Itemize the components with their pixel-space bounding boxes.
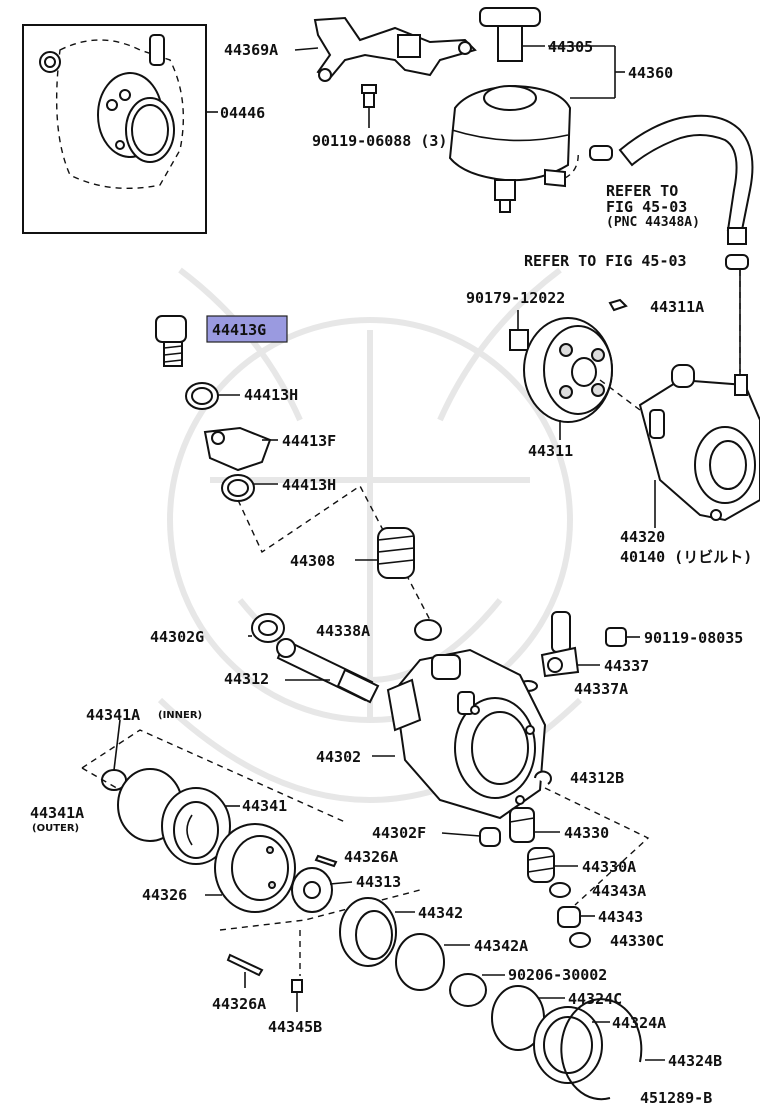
spring-44330a [527,847,578,883]
union-44413f [203,426,278,472]
pump-body-44302 [372,648,547,820]
label-44302: 44302 [316,748,361,766]
valve-44330 [509,807,560,843]
label-44343: 44343 [598,908,643,926]
label-44326: 44326 [142,886,187,904]
bolt-90119-08035 [605,627,640,647]
union-44337 [540,611,600,678]
label-refer-2: REFER TO FIG 45-03 [524,252,687,270]
label-44369a: 44369A [224,41,278,59]
watermark-emblem [157,267,583,803]
pin-44326a-upper [314,854,338,868]
label-inner-note: (INNER) [158,710,202,721]
label-44311: 44311 [528,442,573,460]
nut-90179-12022 [509,310,529,351]
spring-44308 [355,527,415,579]
label-44343a: 44343A [592,882,646,900]
label-44313: 44313 [356,873,401,891]
label-outer-note: (OUTER) [32,823,79,834]
label-44308: 44308 [290,552,335,570]
label-44360: 44360 [628,64,673,82]
label-44320: 44320 [620,528,665,546]
label-44312b: 44312B [570,769,624,787]
gasket-44413h-upper [185,382,240,410]
label-44413g: 44413G [212,321,266,339]
cam-44326 [205,823,296,913]
key-44311a [608,298,628,312]
label-44413h-lower: 44413H [282,476,336,494]
label-refer-1-line1: REFER TO [606,182,678,200]
label-44326a-lower: 44326A [212,995,266,1013]
snapring-44330c [569,932,591,948]
label-44324c: 44324C [568,990,622,1008]
label-refer-1-line2: FIG 45-03 [606,198,687,216]
reservoir-44360 [448,7,625,213]
rotor-44313 [291,867,353,913]
label-44305: 44305 [548,38,593,56]
label-44342: 44342 [418,904,463,922]
pin-44345b [291,979,303,1012]
snapring-44324b [560,998,665,1101]
cam-ring-44341 [161,787,240,865]
oring-44338a [414,619,442,641]
label-44341a-outer: 44341A [30,804,84,822]
label-44341a-inner: 44341A [86,706,140,724]
diagram-id: 451289-B [640,1089,712,1107]
snapring-44312b [534,770,552,785]
label-90206-30002: 90206-30002 [508,966,607,984]
label-44330c: 44330C [610,932,664,950]
bearing-44302g [248,613,285,643]
plug-44343 [557,906,595,928]
label-04446: 04446 [220,104,265,122]
label-44337: 44337 [604,657,649,675]
label-44312: 44312 [224,670,269,688]
labels: 04446 44369A 44305 44360 90119-06088 (3)… [30,38,752,1107]
gasket-kit-inset [22,24,218,234]
label-44324b: 44324B [668,1052,722,1070]
label-44345b: 44345B [268,1018,322,1036]
clip-90206-30002 [449,973,505,1007]
label-44311a: 44311A [650,298,704,316]
label-44330: 44330 [564,824,609,842]
guide-line-3 [81,729,346,823]
label-44302f: 44302F [372,824,426,842]
shaft-44312 [276,638,380,704]
bracket-44369a [294,16,477,82]
label-90119-06088: 90119-06088 (3) [312,132,447,150]
return-hose [618,114,754,270]
highlight-44413g [206,315,288,343]
pin-44326a-lower [226,953,264,988]
plug-44302f [441,827,501,847]
label-refer-1-line3: (PNC 44348A) [606,215,700,230]
label-44338a: 44338A [316,622,370,640]
oring-44343a [549,882,571,898]
guide-line-2 [544,787,650,906]
guide-line-4 [81,767,121,791]
label-44302g: 44302G [150,628,204,646]
label-44326a-upper: 44326A [344,848,398,866]
label-44413h-upper: 44413H [244,386,298,404]
label-44341: 44341 [242,797,287,815]
cover-44324a [533,1006,610,1084]
bolt-90119-06088 [361,84,377,128]
pump-assy-44320 [638,270,760,528]
oring-44342a [395,933,470,991]
label-44324a: 44324A [612,1014,666,1032]
label-44342a: 44342A [474,937,528,955]
label-44413f: 44413F [282,432,336,450]
label-44330a: 44330A [582,858,636,876]
label-90119-08035: 90119-08035 [644,629,743,647]
side-plate-44342 [339,897,415,967]
label-90179-12022: 90179-12022 [466,289,565,307]
fitting-44413g [155,315,187,367]
label-44337a: 44337A [574,680,628,698]
oring-44341a-inner [101,719,127,791]
label-40140: 40140 (リビルト) [620,548,752,566]
pulley-44311 [523,317,641,440]
